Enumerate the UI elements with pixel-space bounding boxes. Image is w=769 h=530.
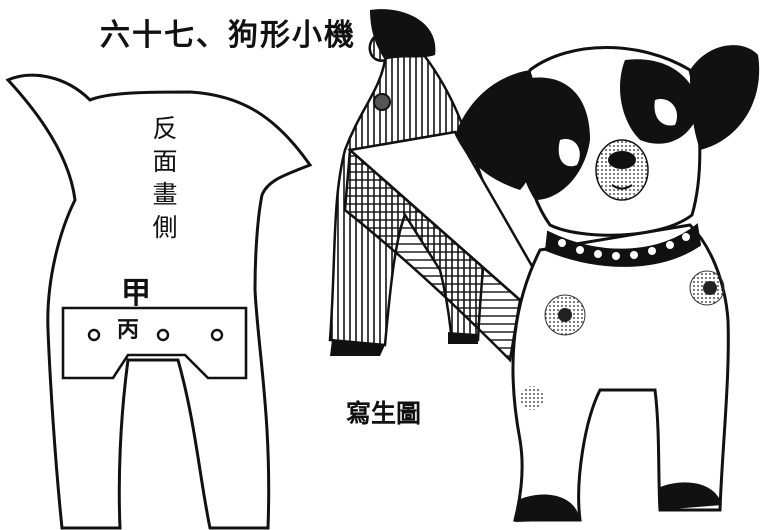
vertical-label-char: 畫 — [152, 180, 178, 209]
left-eye-patch — [515, 77, 590, 200]
rear-spot — [373, 93, 391, 111]
left-eye — [558, 139, 580, 167]
sketch-caption: 寫生圖 — [346, 399, 422, 428]
dog-head — [455, 45, 760, 237]
hole-left — [87, 328, 101, 342]
vertical-label-char: 側 — [152, 213, 178, 242]
vertical-label-char: 面 — [152, 147, 178, 176]
muzzle — [595, 139, 649, 201]
vertical-label-char: 反 — [152, 114, 178, 143]
page-title: 六十七、狗形小機 — [100, 18, 356, 53]
mark-bing: 丙 — [117, 317, 140, 343]
pattern-piece-outline — [5, 73, 313, 530]
hole-center — [156, 328, 170, 342]
mark-jia: 甲 — [121, 276, 151, 311]
dog-front-body — [511, 223, 730, 522]
hole-right — [210, 328, 224, 342]
right-ear — [690, 45, 760, 150]
slot-plate — [61, 306, 248, 380]
nose — [608, 151, 636, 169]
collar — [544, 223, 702, 267]
reverse-side-label: 反 面 畫 側 — [150, 112, 180, 244]
body-spot-3 — [520, 386, 544, 410]
right-eye — [654, 99, 678, 126]
